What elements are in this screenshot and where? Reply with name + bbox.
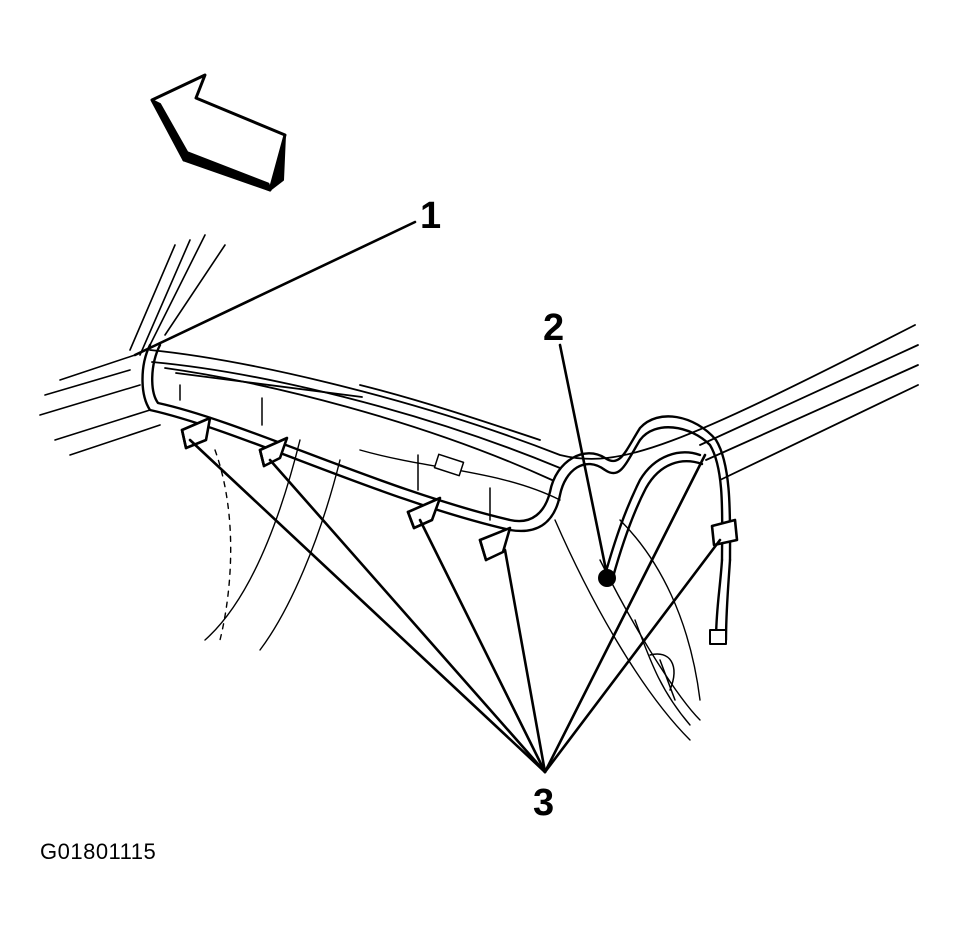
leader-3a	[188, 438, 547, 774]
direction-arrow-icon	[150, 73, 287, 192]
wiring-harness	[141, 343, 732, 642]
leader-lines	[133, 220, 722, 774]
leader-3e	[543, 453, 707, 774]
leader-3c	[418, 518, 547, 774]
roof-pillar	[39, 234, 226, 456]
figure-id-code: G01801115	[40, 839, 157, 864]
leader-3b	[268, 458, 547, 774]
headliner-contour	[204, 439, 701, 741]
callout-3-label: 3	[533, 782, 554, 824]
leader-3f	[543, 538, 722, 774]
harness-clip	[258, 436, 289, 468]
leader-3d	[503, 548, 547, 774]
harness-connector	[598, 569, 727, 645]
callout-1-label: 1	[420, 195, 441, 237]
harness-clips	[180, 416, 739, 562]
leader-2	[558, 343, 608, 572]
roof-rail	[149, 324, 919, 481]
leader-1	[133, 220, 417, 357]
harness-clip	[406, 496, 442, 530]
rail-fasteners	[179, 384, 676, 701]
harness-clip	[478, 526, 512, 562]
callout-2-label: 2	[543, 307, 564, 349]
harness-clip	[710, 518, 739, 547]
